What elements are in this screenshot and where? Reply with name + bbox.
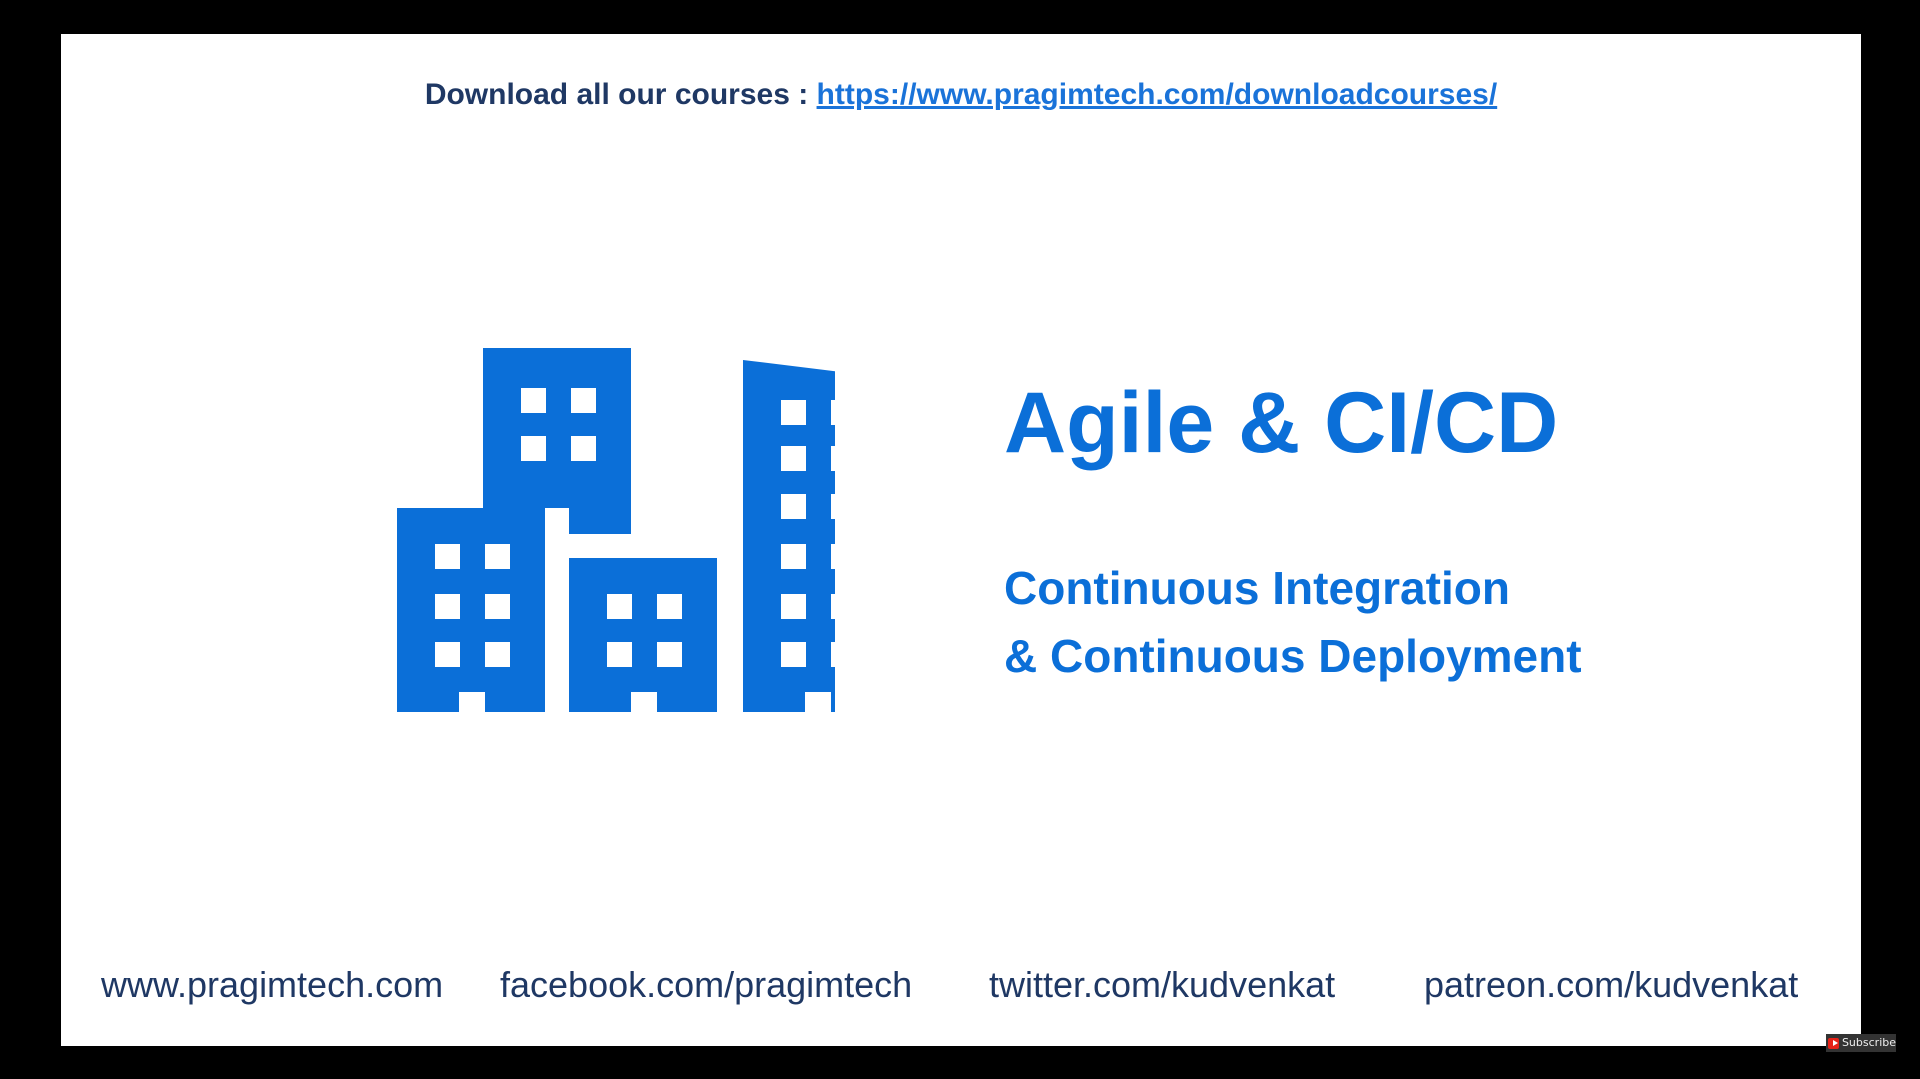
download-label: Download all our courses : [424,78,817,111]
download-courses-link[interactable]: https://www.pragimtech.com/downloadcours… [816,78,1498,111]
download-courses-line: Download all our courses : https://www.p… [61,78,1861,112]
footer-facebook[interactable]: facebook.com/pragimtech [500,964,913,1005]
slide: Download all our courses : https://www.p… [61,34,1861,1046]
subtitle-line-1: Continuous Integration [1004,562,1510,614]
subscribe-button[interactable]: Subscribe [1826,1034,1896,1052]
main-title: Agile & CI/CD [1004,375,1559,471]
youtube-icon [1828,1037,1839,1049]
footer-patreon[interactable]: patreon.com/kudvenkat [1424,964,1799,1005]
subscribe-label: Subscribe [1841,1036,1896,1049]
footer-twitter[interactable]: twitter.com/kudvenkat [989,964,1336,1005]
footer-website[interactable]: www.pragimtech.com [101,964,444,1005]
buildings-icon [397,348,835,712]
subtitle-line-2: & Continuous Deployment [1004,630,1582,682]
subtitle: Continuous Integration & Continuous Depl… [1004,554,1582,690]
